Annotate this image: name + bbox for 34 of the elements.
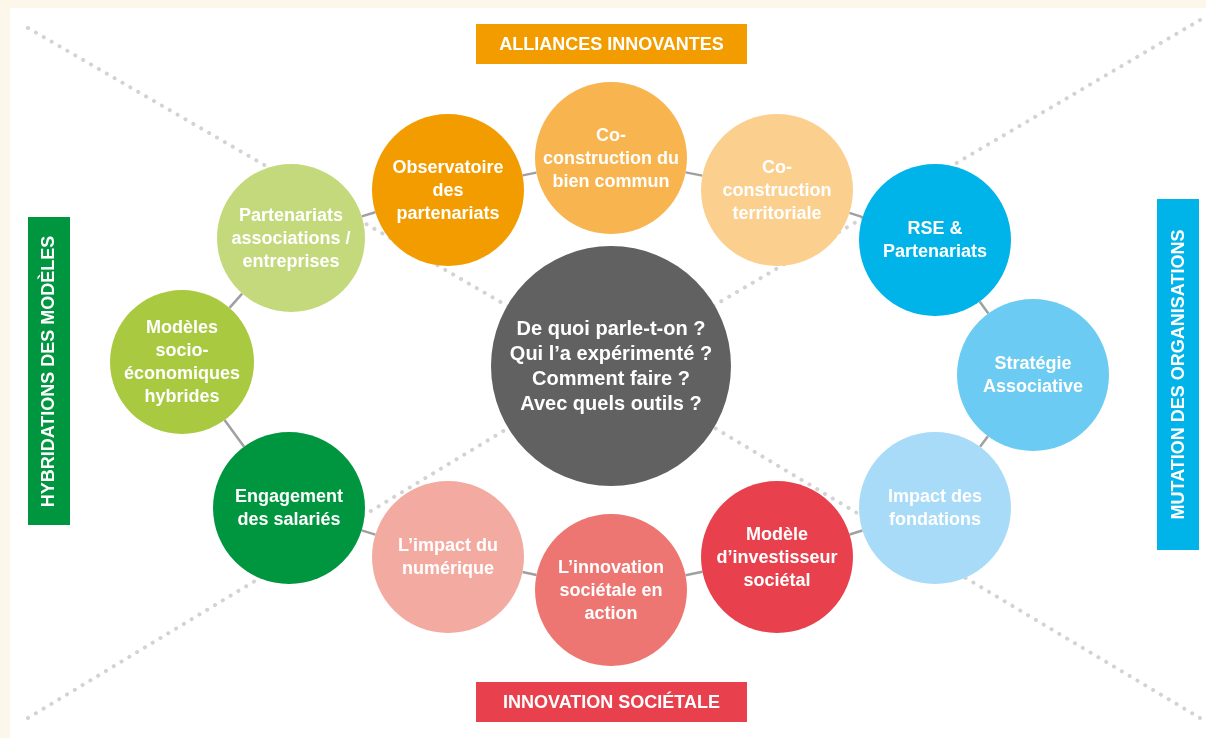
topic-label: Co-construction territoriale <box>721 155 833 225</box>
topic-label: L’impact du numérique <box>397 534 499 580</box>
topic-label: Impact des fondations <box>886 485 983 531</box>
topic-label: Co-construction du bien commun <box>543 123 679 193</box>
banner-title: MUTATION DES ORGANISATIONS <box>1167 229 1189 520</box>
connector-line <box>223 419 246 448</box>
connector-line <box>978 300 990 315</box>
banner-title: HYBRIDATIONS DES MODÈLES <box>38 235 60 507</box>
banner-title: ALLIANCES INNOVANTES <box>499 33 724 55</box>
topic-label: Stratégie Associative <box>981 352 1085 398</box>
topic-label: Modèle d’investisseur sociétal <box>715 522 839 592</box>
connector-line <box>228 292 244 309</box>
connector-line <box>979 435 989 448</box>
topic-label: Engagement des salariés <box>234 485 344 531</box>
connector-line <box>849 529 863 536</box>
topic-label: Modèles socio-économiques hybrides <box>123 316 241 408</box>
connector-line <box>361 529 376 536</box>
connector-line <box>522 570 537 577</box>
connector-line <box>361 211 376 218</box>
theme-banner <box>476 682 747 722</box>
connector-line <box>685 171 703 177</box>
topic-label: Observatoire des partenariats <box>391 155 505 225</box>
topic-label: L’innovation sociétale en action <box>557 555 665 625</box>
topic-label: RSE & Partenariats <box>881 217 989 263</box>
theme-banner <box>1157 199 1199 550</box>
question-text: De quoi parle-t-on ? <box>516 316 706 341</box>
connector-line <box>849 211 863 219</box>
question-text: Comment faire ? <box>532 366 690 391</box>
banner-title: INNOVATION SOCIÉTALE <box>503 691 720 713</box>
topic-label: Partenariats associations / entreprises <box>230 203 352 273</box>
theme-banner <box>476 24 747 64</box>
question-text: Qui l’a expérimenté ? <box>509 341 713 366</box>
theme-banner <box>28 217 70 525</box>
question-text: Avec quels outils ? <box>520 391 702 416</box>
